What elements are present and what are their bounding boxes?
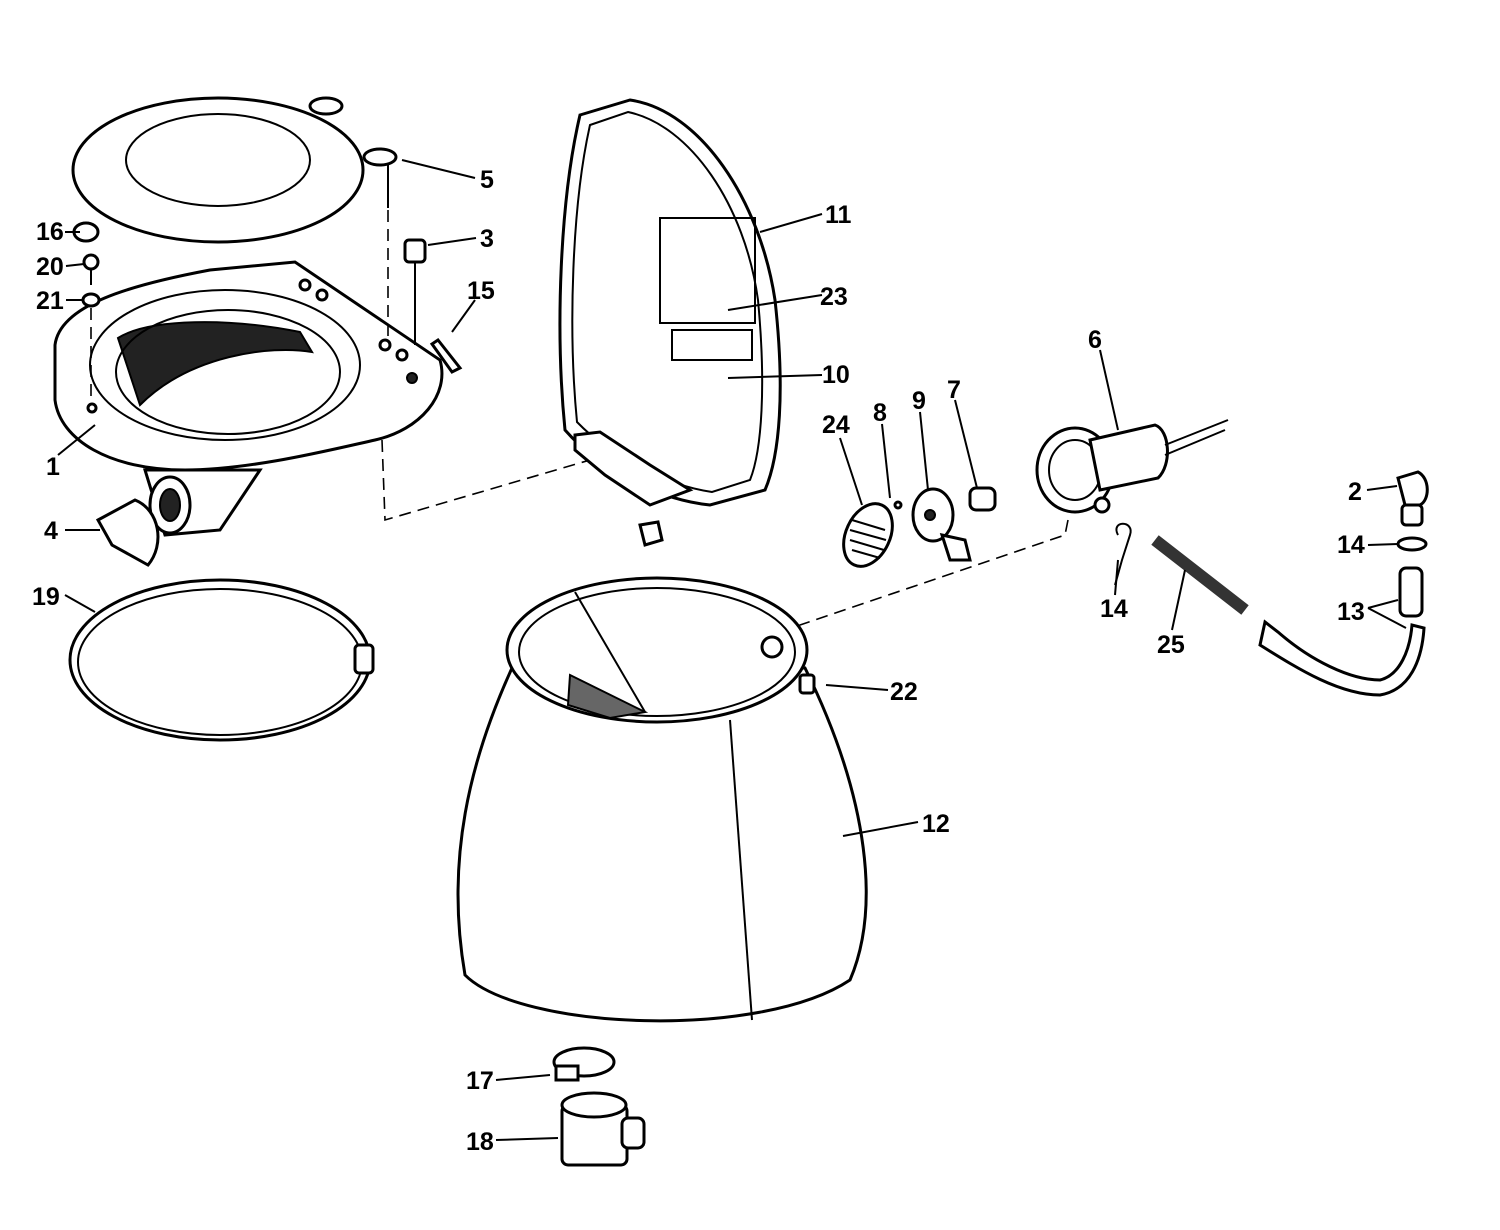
callout-2: 2 bbox=[1348, 478, 1362, 506]
callout-8: 8 bbox=[873, 399, 887, 427]
clamp-band bbox=[68, 578, 375, 742]
callout-21: 21 bbox=[36, 287, 64, 315]
callout-9: 9 bbox=[912, 387, 926, 415]
leader-lines bbox=[57, 159, 1407, 1141]
toilet-seat bbox=[71, 96, 398, 244]
callout-19: 19 bbox=[32, 583, 60, 611]
callout-10: 10 bbox=[822, 361, 850, 389]
callout-20: 20 bbox=[36, 253, 64, 281]
callout-1: 1 bbox=[46, 453, 60, 481]
drain-fitting bbox=[552, 1046, 646, 1167]
callout-23: 23 bbox=[820, 283, 848, 311]
callout-16: 16 bbox=[36, 218, 64, 246]
collection-bag bbox=[456, 576, 868, 1023]
hose-assembly bbox=[1258, 470, 1429, 697]
callout-25: 25 bbox=[1157, 631, 1185, 659]
callout-3: 3 bbox=[480, 225, 494, 253]
fan-motor bbox=[1035, 419, 1229, 514]
callout-12: 12 bbox=[922, 810, 950, 838]
callout-11: 11 bbox=[825, 201, 852, 229]
fan-parts bbox=[842, 486, 997, 568]
callout-17: 17 bbox=[466, 1067, 494, 1095]
callout-labels: 5 3 15 16 20 21 1 4 19 11 23 10 24 8 9 7… bbox=[32, 166, 1365, 1156]
callout-7: 7 bbox=[947, 376, 961, 404]
callout-6: 6 bbox=[1088, 326, 1102, 354]
callout-5: 5 bbox=[480, 166, 494, 194]
callout-14-right: 14 bbox=[1337, 531, 1365, 559]
spring bbox=[1151, 535, 1249, 615]
outlet-cap bbox=[95, 498, 160, 567]
callout-15: 15 bbox=[467, 277, 495, 305]
callout-24: 24 bbox=[822, 411, 850, 439]
callout-14-left: 14 bbox=[1100, 595, 1128, 623]
callout-4: 4 bbox=[44, 517, 58, 545]
callout-13: 13 bbox=[1337, 598, 1365, 626]
callout-22: 22 bbox=[890, 678, 918, 706]
callout-18: 18 bbox=[466, 1128, 494, 1156]
hose-clip bbox=[1114, 522, 1132, 586]
toilet-bowl bbox=[53, 260, 444, 537]
housing-panel bbox=[558, 98, 782, 547]
